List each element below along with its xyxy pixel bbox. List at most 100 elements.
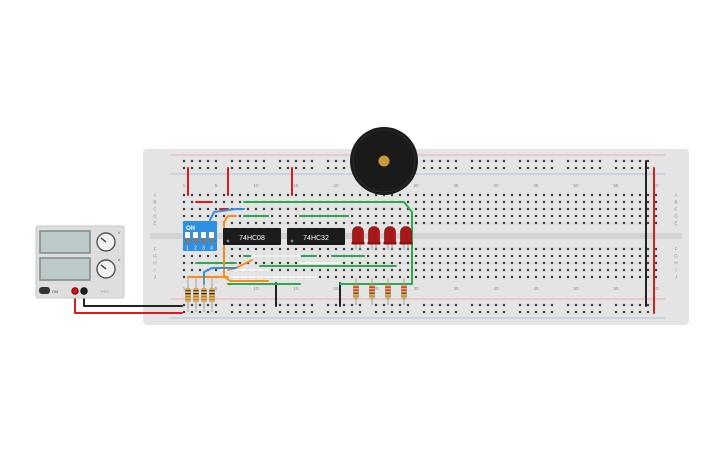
breadboard-hole[interactable] — [590, 275, 594, 279]
pulldown-resistor[interactable] — [193, 278, 199, 312]
breadboard-hole[interactable] — [342, 261, 346, 265]
breadboard-hole[interactable] — [374, 261, 378, 265]
breadboard-hole[interactable] — [646, 261, 650, 265]
breadboard-hole[interactable] — [518, 221, 522, 225]
led-resistor[interactable] — [353, 278, 359, 305]
breadboard-hole[interactable] — [526, 275, 530, 279]
breadboard-hole[interactable] — [462, 207, 466, 211]
rail-hole[interactable] — [326, 310, 330, 314]
breadboard-hole[interactable] — [350, 193, 354, 197]
breadboard-hole[interactable] — [502, 261, 506, 265]
breadboard-hole[interactable] — [486, 275, 490, 279]
breadboard-hole[interactable] — [318, 221, 322, 225]
breadboard-hole[interactable] — [254, 221, 258, 225]
breadboard-hole[interactable] — [510, 261, 514, 265]
breadboard-hole[interactable] — [510, 214, 514, 218]
breadboard-hole[interactable] — [374, 214, 378, 218]
breadboard-hole[interactable] — [398, 214, 402, 218]
breadboard-hole[interactable] — [414, 207, 418, 211]
breadboard-hole[interactable] — [526, 261, 530, 265]
breadboard-hole[interactable] — [534, 221, 538, 225]
breadboard-hole[interactable] — [654, 247, 658, 251]
breadboard-hole[interactable] — [430, 221, 434, 225]
breadboard-hole[interactable] — [446, 214, 450, 218]
breadboard-hole[interactable] — [342, 193, 346, 197]
breadboard-hole[interactable] — [614, 268, 618, 272]
rail-hole[interactable] — [342, 310, 346, 314]
breadboard-hole[interactable] — [606, 275, 610, 279]
rail-hole[interactable] — [310, 303, 314, 307]
rail-hole[interactable] — [446, 159, 450, 163]
breadboard-hole[interactable] — [550, 200, 554, 204]
breadboard-hole[interactable] — [390, 214, 394, 218]
rail-hole[interactable] — [286, 166, 290, 170]
breadboard-hole[interactable] — [430, 268, 434, 272]
breadboard-hole[interactable] — [334, 247, 338, 251]
breadboard-hole[interactable] — [358, 221, 362, 225]
breadboard-hole[interactable] — [198, 214, 202, 218]
breadboard-hole[interactable] — [622, 254, 626, 258]
breadboard-hole[interactable] — [446, 261, 450, 265]
breadboard-hole[interactable] — [230, 221, 234, 225]
jumper-green[interactable] — [243, 201, 413, 285]
breadboard-hole[interactable] — [366, 207, 370, 211]
breadboard-hole[interactable] — [246, 207, 250, 211]
rail-hole[interactable] — [254, 303, 258, 307]
breadboard-hole[interactable] — [574, 247, 578, 251]
breadboard-hole[interactable] — [414, 221, 418, 225]
breadboard-hole[interactable] — [438, 200, 442, 204]
rail-hole[interactable] — [646, 159, 650, 163]
rail-hole[interactable] — [238, 166, 242, 170]
breadboard-hole[interactable] — [310, 221, 314, 225]
breadboard-hole[interactable] — [406, 275, 410, 279]
rail-hole[interactable] — [566, 303, 570, 307]
rail-hole[interactable] — [502, 166, 506, 170]
breadboard-hole[interactable] — [398, 247, 402, 251]
breadboard-hole[interactable] — [526, 193, 530, 197]
rail-hole[interactable] — [198, 303, 202, 307]
breadboard-hole[interactable] — [398, 275, 402, 279]
breadboard-hole[interactable] — [574, 200, 578, 204]
breadboard-hole[interactable] — [462, 221, 466, 225]
breadboard-hole[interactable] — [350, 207, 354, 211]
breadboard-hole[interactable] — [606, 200, 610, 204]
rail-hole[interactable] — [334, 166, 338, 170]
rail-hole[interactable] — [630, 166, 634, 170]
rail-hole[interactable] — [190, 166, 194, 170]
breadboard-hole[interactable] — [598, 193, 602, 197]
breadboard-hole[interactable] — [326, 207, 330, 211]
breadboard-hole[interactable] — [606, 207, 610, 211]
breadboard-hole[interactable] — [638, 193, 642, 197]
rail-hole[interactable] — [446, 166, 450, 170]
rail-hole[interactable] — [574, 159, 578, 163]
rail-hole[interactable] — [598, 310, 602, 314]
breadboard-hole[interactable] — [606, 261, 610, 265]
breadboard-hole[interactable] — [390, 261, 394, 265]
breadboard-hole[interactable] — [182, 193, 186, 197]
breadboard-hole[interactable] — [494, 200, 498, 204]
breadboard-hole[interactable] — [414, 193, 418, 197]
breadboard-hole[interactable] — [598, 200, 602, 204]
breadboard-hole[interactable] — [534, 261, 538, 265]
breadboard-hole[interactable] — [198, 207, 202, 211]
breadboard-hole[interactable] — [598, 221, 602, 225]
leds[interactable] — [351, 226, 413, 250]
breadboard-hole[interactable] — [446, 207, 450, 211]
led-resistor[interactable] — [385, 278, 391, 305]
dip-switch-slot[interactable] — [185, 232, 190, 243]
breadboard-hole[interactable] — [462, 247, 466, 251]
rail-hole[interactable] — [526, 159, 530, 163]
chip-74hc32[interactable]: 74HC32 — [287, 228, 345, 245]
rail-hole[interactable] — [542, 303, 546, 307]
breadboard-hole[interactable] — [614, 275, 618, 279]
breadboard-hole[interactable] — [414, 214, 418, 218]
rail-hole[interactable] — [526, 303, 530, 307]
breadboard-hole[interactable] — [406, 254, 410, 258]
breadboard-hole[interactable] — [518, 261, 522, 265]
rail-hole[interactable] — [638, 159, 642, 163]
breadboard-hole[interactable] — [406, 261, 410, 265]
breadboard-hole[interactable] — [478, 254, 482, 258]
breadboard-hole[interactable] — [286, 221, 290, 225]
breadboard-hole[interactable] — [190, 268, 194, 272]
breadboard-hole[interactable] — [462, 268, 466, 272]
